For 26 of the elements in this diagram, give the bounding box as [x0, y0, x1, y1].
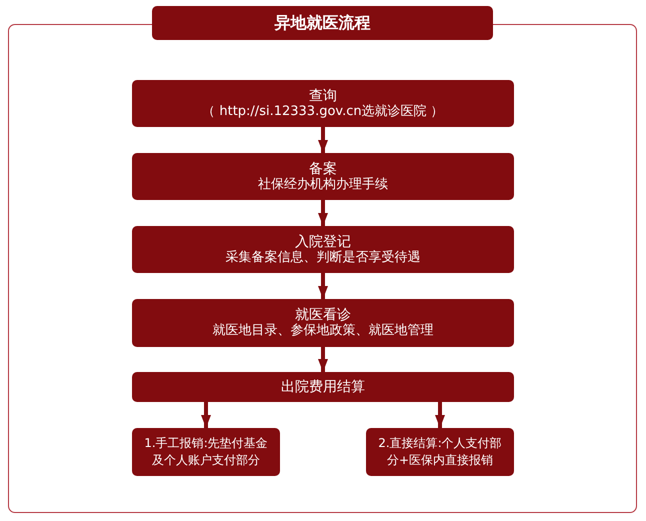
- arrow: [318, 347, 328, 372]
- box-text: 2.直接结算:个人支付部分+医保内直接报销: [377, 435, 503, 469]
- process-box: [132, 428, 280, 476]
- box-text: 社保经办机构办理手续: [258, 176, 388, 192]
- box-heading: 就医看诊: [295, 307, 351, 323]
- arrow: [318, 273, 328, 299]
- box-text: 1.手工报销:先垫付基金及个人账户支付部分: [143, 435, 269, 469]
- process-box: [366, 428, 514, 476]
- process-box: [132, 80, 514, 127]
- box-text: （ http://si.12333.gov.cn选就诊医院 ）: [202, 104, 444, 120]
- title-text: 异地就医流程: [274, 13, 370, 33]
- box-heading: 查询: [309, 88, 337, 104]
- arrow: [318, 127, 328, 153]
- process-box: [132, 153, 514, 200]
- title-banner: [152, 6, 493, 40]
- process-box: [132, 299, 514, 347]
- box-heading: 入院登记: [295, 234, 351, 250]
- box-text: 采集备案信息、判断是否享受待遇: [226, 250, 420, 266]
- process-box: [132, 372, 514, 402]
- box-heading: 备案: [309, 160, 337, 176]
- process-box: [132, 226, 514, 273]
- arrow: [201, 402, 211, 428]
- box-heading: 出院费用结算: [281, 379, 365, 395]
- arrow: [318, 200, 328, 226]
- box-text: 就医地目录、参保地政策、就医地管理: [212, 323, 434, 339]
- arrow: [435, 402, 445, 428]
